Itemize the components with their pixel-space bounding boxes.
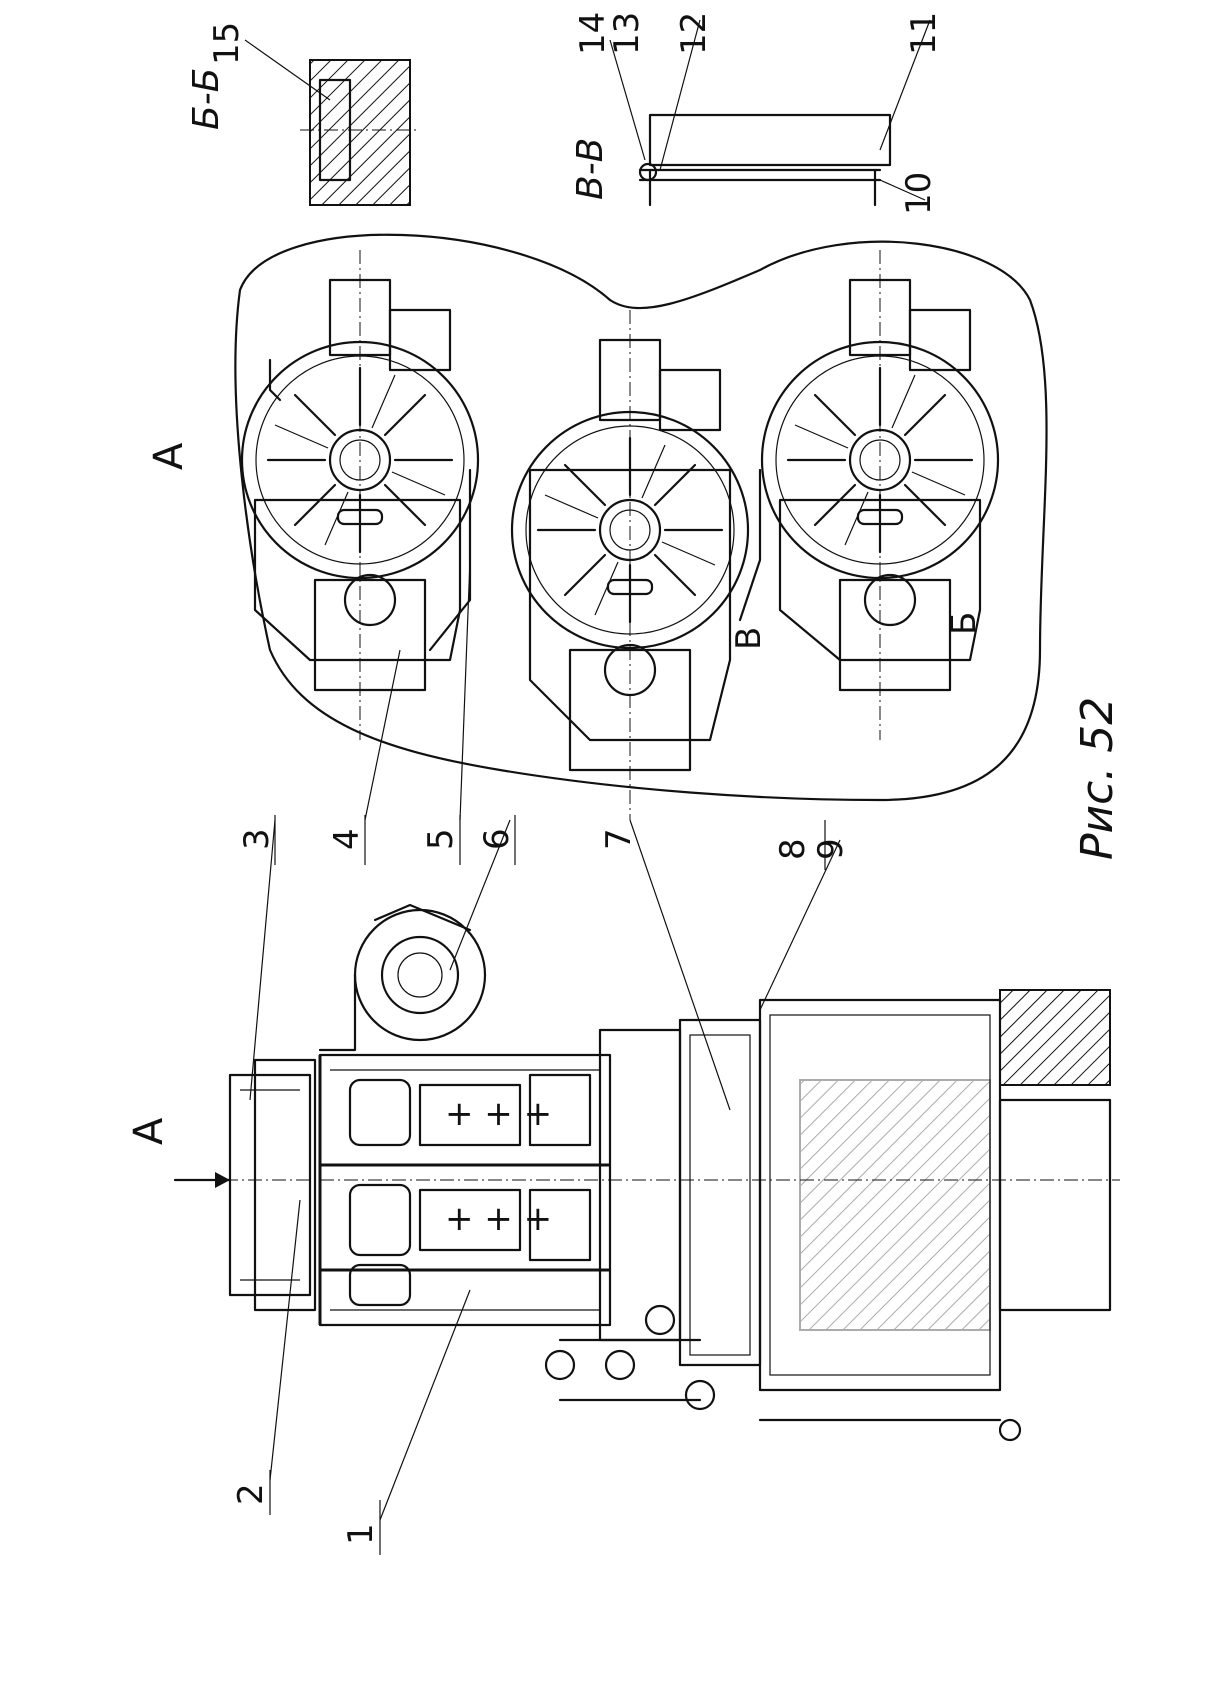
pipe-5 xyxy=(430,470,470,650)
callout-4: 4 xyxy=(327,828,367,850)
view-a-outline xyxy=(235,235,1046,800)
callout-10: 10 xyxy=(899,172,939,215)
svg-text:+ + +: + + + xyxy=(445,1199,552,1239)
callout-5: 5 xyxy=(421,828,461,850)
callout-2: 2 xyxy=(231,1483,271,1505)
view-a-arrow: А xyxy=(126,1117,230,1188)
callout-6: 6 xyxy=(477,828,517,850)
callout-14: 14 xyxy=(573,12,613,55)
callout-7: 7 xyxy=(599,828,639,850)
callout-1: 1 xyxy=(341,1523,381,1545)
cut-marker-b: Б xyxy=(944,612,984,635)
section-vv-title: В-В xyxy=(570,138,611,200)
view-a-label: А xyxy=(146,442,192,470)
callout-15: 15 xyxy=(207,22,247,65)
view-arrow-label: А xyxy=(126,1117,172,1145)
section-vv: В-В xyxy=(570,115,890,205)
section-bb: Б-Б xyxy=(186,60,420,205)
callout-9: 9 xyxy=(811,838,851,860)
svg-text:+ + +: + + + xyxy=(445,1094,552,1134)
callout-13: 13 xyxy=(607,12,647,55)
view-a-fan-unit-bottom xyxy=(762,250,998,740)
main-elevation-view: + + + + + + xyxy=(200,905,1120,1440)
section-bb-title: Б-Б xyxy=(186,68,227,130)
callout-3: 3 xyxy=(237,828,277,850)
callout-8: 8 xyxy=(773,838,813,860)
view-a-fan-unit-middle xyxy=(512,310,748,820)
figure-caption: Рис. 52 xyxy=(1072,697,1123,860)
cut-marker-v: В xyxy=(729,627,769,650)
callout-12: 12 xyxy=(674,12,714,55)
callout-11: 11 xyxy=(904,12,944,55)
